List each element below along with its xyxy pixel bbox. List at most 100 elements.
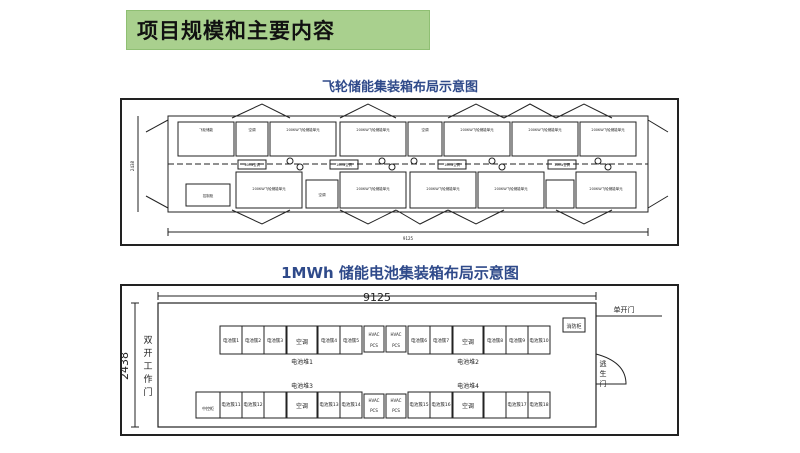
battery-ctrl-box bbox=[195, 391, 221, 419]
flywheel-right-door bbox=[647, 119, 669, 209]
cluster-12: 电池簇12 bbox=[243, 401, 262, 408]
flywheel-label-ctrl: 控制柜 bbox=[203, 193, 214, 198]
flywheel-label-top-0-2: 200KW飞轮储能单元 bbox=[286, 127, 320, 132]
battery-rack-bot-far bbox=[483, 391, 551, 419]
hvac-bot-0: HVAC bbox=[369, 398, 380, 403]
cluster-14: 电池簇14 bbox=[341, 401, 360, 408]
flywheel-label-bottom-2: 200KW飞轮储能单元 bbox=[426, 186, 460, 191]
cluster-11: 电池簇11 bbox=[221, 401, 240, 408]
flywheel-label-bottom-1: 200KW飞轮储能单元 bbox=[356, 186, 390, 191]
flywheel-top-doors bbox=[231, 103, 613, 119]
flywheel-top-unit-4 bbox=[407, 121, 443, 157]
fire-box-label: 消防柜 bbox=[566, 323, 581, 330]
flywheel-bottom-unit-3 bbox=[409, 171, 477, 209]
battery-layout bbox=[120, 284, 679, 436]
flywheel-fan-icon bbox=[594, 157, 602, 165]
cluster-1: 电池簇1 bbox=[223, 337, 239, 344]
ac-top-left: 空调 bbox=[296, 338, 308, 346]
flywheel-top-unit-0 bbox=[177, 121, 235, 157]
flywheel-label-top-0-1: 空调 bbox=[249, 127, 256, 132]
flywheel-label-bottom-ac: 空调 bbox=[319, 192, 327, 197]
flywheel-label-mid-0: 10KW空调 bbox=[244, 162, 260, 167]
pcs-bot-0: PCS bbox=[370, 408, 378, 413]
cluster-13: 电池簇13 bbox=[319, 401, 338, 408]
escape-door-char-2: 门 bbox=[600, 379, 607, 388]
stack-1-label: 电池堆1 bbox=[291, 358, 313, 366]
flywheel-top-unit-1 bbox=[235, 121, 269, 157]
stack-4-label: 电池堆4 bbox=[457, 382, 479, 390]
cluster-17: 电池簇17 bbox=[507, 401, 526, 408]
flywheel-width-label: 2438 bbox=[130, 160, 135, 171]
pcs-top-1: PCS bbox=[392, 343, 400, 348]
flywheel-label-bottom-0: 200KW飞轮储能单元 bbox=[252, 186, 286, 191]
flywheel-aisle-box-0 bbox=[237, 159, 267, 170]
battery-rack-top-far bbox=[483, 325, 551, 355]
flywheel-fan-icon bbox=[286, 157, 294, 165]
flywheel-label-top-2-0: 200KW飞轮储能单元 bbox=[528, 127, 562, 132]
cluster-7: 电池簇7 bbox=[433, 337, 449, 344]
hvac-top-0: HVAC bbox=[369, 332, 380, 337]
battery-hvac-top-0 bbox=[363, 325, 385, 353]
flywheel-fan-icon bbox=[498, 163, 506, 171]
flywheel-aisle-box-1 bbox=[329, 159, 359, 170]
pcs-bot-1: PCS bbox=[392, 408, 400, 413]
flywheel-label-bottom-3: 200KW飞轮储能单元 bbox=[494, 186, 528, 191]
battery-hvac-bot-1 bbox=[385, 393, 407, 419]
cluster-2: 电池簇2 bbox=[245, 337, 261, 344]
flywheel-aisle-box-3 bbox=[547, 159, 577, 170]
left-door-char-2: 工 bbox=[143, 362, 152, 372]
single-door-label: 单开门 bbox=[614, 305, 635, 314]
battery-ac-top-left bbox=[286, 325, 318, 355]
battery-ac-top-right bbox=[452, 325, 484, 355]
ac-bot-left: 空调 bbox=[296, 402, 308, 410]
escape-door-char-1: 生 bbox=[600, 369, 607, 378]
flywheel-diagram-title: 飞轮储能集装箱布局示意图 bbox=[321, 80, 478, 95]
section-title-bar: 项目规模和主要内容 bbox=[126, 10, 430, 50]
flywheel-frame bbox=[120, 98, 679, 246]
flywheel-top-unit-3 bbox=[339, 121, 407, 157]
battery-diagram-title: 1MWh 储能电池集装箱布局示意图 bbox=[281, 264, 519, 282]
cluster-18: 电池簇18 bbox=[529, 401, 548, 408]
battery-length-label: 9125 bbox=[363, 291, 391, 304]
flywheel-bottom-unit-1 bbox=[305, 179, 339, 209]
stack-2-label: 电池堆2 bbox=[457, 358, 479, 366]
hvac-bot-1: HVAC bbox=[391, 398, 402, 403]
flywheel-fan-icon bbox=[488, 157, 496, 165]
flywheel-bottom-unit-6 bbox=[575, 171, 637, 209]
flywheel-top-unit-5 bbox=[443, 121, 511, 157]
battery-container bbox=[157, 302, 597, 428]
flywheel-bottom-unit-0 bbox=[235, 171, 303, 209]
flywheel-fan-icon bbox=[378, 157, 386, 165]
cluster-4: 电池簇4 bbox=[321, 337, 337, 344]
battery-rack-bot-left bbox=[219, 391, 287, 419]
flywheel-fan-icon bbox=[410, 157, 418, 165]
ctrl-box-label: 中控柜 bbox=[202, 405, 214, 411]
flywheel-length-label: 9125 bbox=[403, 236, 414, 241]
cluster-16: 电池簇16 bbox=[431, 401, 450, 408]
section-title: 项目规模和主要内容 bbox=[137, 19, 335, 43]
battery-hvac-bot-0 bbox=[363, 393, 385, 419]
flywheel-layout bbox=[120, 98, 679, 246]
stack-3-label: 电池堆3 bbox=[291, 382, 313, 390]
left-door-char-0: 双 bbox=[143, 335, 152, 346]
battery-ac-bot-left bbox=[286, 391, 318, 419]
cluster-15: 电池簇15 bbox=[409, 401, 428, 408]
cluster-5: 电池簇5 bbox=[343, 337, 359, 344]
flywheel-label-top-2-1: 200KW飞轮储能单元 bbox=[591, 127, 625, 132]
battery-escape-door-swing bbox=[595, 353, 627, 385]
flywheel-top-unit-2 bbox=[269, 121, 337, 157]
cluster-9: 电池簇9 bbox=[509, 337, 525, 344]
flywheel-label-top-1-1: 空调 bbox=[422, 127, 430, 132]
flywheel-label-top-0-0: 飞轮储能 bbox=[199, 127, 213, 132]
flywheel-label-mid-3: 10KW空调 bbox=[554, 162, 570, 167]
flywheel-label-top-1-2: 200KW飞轮储能单元 bbox=[460, 127, 494, 132]
flywheel-label-mid-2: 10KW空调 bbox=[444, 162, 460, 167]
battery-hvac-top-1 bbox=[385, 325, 407, 353]
flywheel-label-mid-1: 10KW空调 bbox=[336, 162, 352, 167]
flywheel-aisle-box-2 bbox=[437, 159, 467, 170]
cluster-8: 电池簇8 bbox=[487, 337, 503, 344]
ac-top-right: 空调 bbox=[462, 338, 474, 346]
flywheel-label-top-1-0: 200KW飞轮储能单元 bbox=[356, 127, 390, 132]
flywheel-bottom-unit-2 bbox=[339, 171, 407, 209]
flywheel-fan-icon bbox=[296, 163, 304, 171]
